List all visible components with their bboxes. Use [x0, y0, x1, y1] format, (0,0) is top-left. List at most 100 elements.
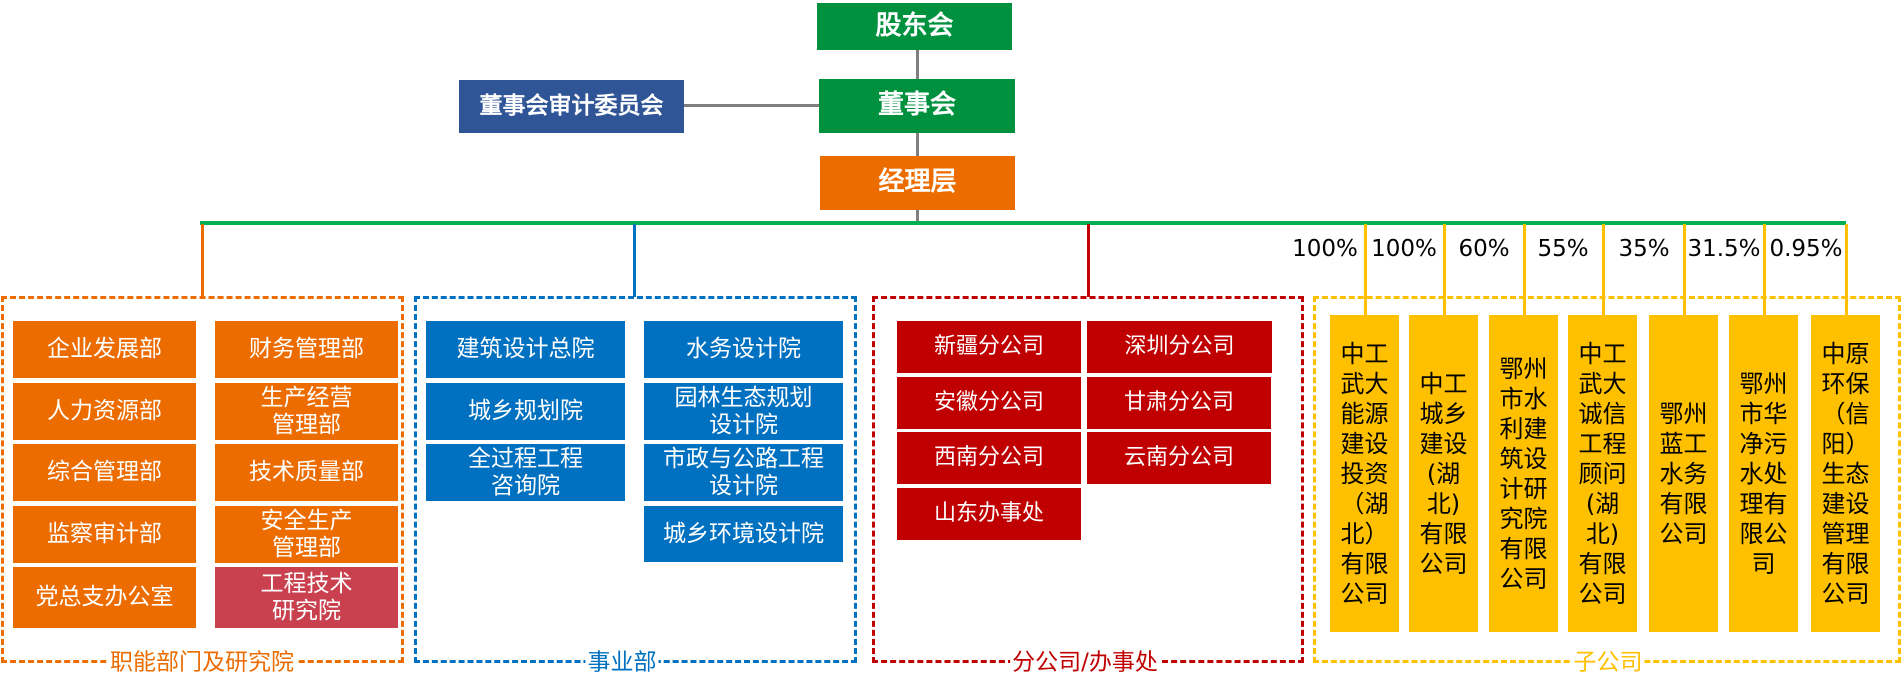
subsidiary-name-line: 公司 — [1821, 579, 1870, 608]
subsidiary-name-line: 蓝工 — [1659, 429, 1708, 458]
subsidiary-name-line: 中工 — [1419, 369, 1468, 398]
subsidiary-name-line: 城乡 — [1419, 399, 1468, 428]
unit-label-line: 咨询院 — [491, 472, 560, 499]
subsidiary-name-line: 建设 — [1419, 429, 1468, 458]
branch-box: 深圳分公司 — [1087, 321, 1272, 373]
dept-box: 财务管理部 — [215, 321, 398, 378]
subsidiary-name-line: 投资 — [1340, 459, 1389, 488]
subsidiary-name-line: 建设 — [1821, 489, 1870, 518]
subsidiary-connector — [1763, 224, 1766, 315]
branch-box: 甘肃分公司 — [1087, 377, 1271, 429]
subsidiary-name-line: （湖 — [1340, 489, 1389, 518]
dept-label-line: 管理部 — [272, 411, 341, 438]
dept-box: 综合管理部 — [13, 444, 196, 501]
dept-box: 党总支办公室 — [13, 567, 196, 628]
connector-audit-board — [684, 104, 819, 107]
branches-group-label: 分公司/办事处 — [1010, 649, 1160, 676]
business-unit-box: 建筑设计总院 — [426, 321, 625, 378]
subsidiary-box: 中工城乡建设(湖北)有限公司 — [1409, 315, 1478, 632]
dept-label-line: 管理部 — [272, 534, 341, 561]
subsidiary-name-line: 公司 — [1419, 549, 1468, 578]
subsidiary-box: 鄂州蓝工水务有限公司 — [1649, 315, 1718, 632]
subsidiary-name-line: 武大 — [1340, 369, 1389, 398]
subsidiary-name-line: 诚信 — [1578, 399, 1627, 428]
subsidiary-name-line: 公司 — [1499, 564, 1548, 593]
subsidiary-name-line: 鄂州 — [1739, 369, 1788, 398]
unit-label-line: 全过程工程 — [468, 446, 583, 473]
subsidiary-name-line: 北） — [1340, 519, 1389, 548]
subsidiary-box: 中工武大能源建设投资（湖北）有限公司 — [1330, 315, 1399, 632]
unit-label-line: 市政与公路工程 — [663, 446, 824, 473]
dept-box: 监察审计部 — [13, 506, 196, 563]
ownership-percentage: 100% — [1292, 236, 1358, 262]
subsidiary-name-line: 生态 — [1821, 459, 1870, 488]
branch-box: 新疆分公司 — [897, 321, 1081, 373]
subsidiary-box: 鄂州市华净污水处理有限公司 — [1729, 315, 1798, 632]
connector-management-bus — [916, 210, 919, 224]
branch-box: 西南分公司 — [897, 432, 1081, 484]
connector-branches — [1087, 224, 1090, 297]
dept-box: 技术质量部 — [215, 444, 398, 501]
business-unit-box: 水务设计院 — [644, 321, 843, 378]
subsidiary-name-line: 工程 — [1578, 429, 1627, 458]
subsidiary-name-line: 有限 — [1419, 519, 1468, 548]
business-unit-box: 全过程工程 咨询院 — [426, 444, 625, 501]
subsidiary-name-line: 限公 — [1739, 519, 1788, 548]
subsidiary-name-line: 管理 — [1821, 519, 1870, 548]
subsidiary-connector — [1364, 224, 1367, 315]
subsidiary-name-line: 水务 — [1659, 459, 1708, 488]
unit-label-line: 园林生态规划 — [674, 385, 813, 412]
connector-shareholders-board — [916, 50, 919, 80]
business-unit-box: 市政与公路工程 设计院 — [644, 444, 843, 501]
subsidiary-connector — [1523, 224, 1526, 315]
subsidiary-name-line: 环保 — [1821, 369, 1870, 398]
subsidiary-name-line: 计研 — [1499, 474, 1548, 503]
ownership-percentage: 55% — [1537, 236, 1589, 262]
dept-box: 企业发展部 — [13, 321, 196, 378]
subsidiary-name-line: 水处 — [1739, 459, 1788, 488]
management-box: 经理层 — [820, 156, 1015, 210]
functional-group-label: 职能部门及研究院 — [108, 649, 296, 676]
audit-committee-box: 董事会审计委员会 — [459, 80, 684, 133]
subsidiary-name-line: 能源 — [1340, 399, 1389, 428]
business-unit-box: 园林生态规划 设计院 — [644, 383, 843, 440]
ownership-percentage: 31.5% — [1687, 236, 1761, 262]
unit-label-line: 设计院 — [709, 472, 778, 499]
ownership-percentage: 60% — [1458, 236, 1510, 262]
shareholders-meeting-box: 股东会 — [817, 3, 1012, 50]
branch-box: 安徽分公司 — [897, 377, 1081, 429]
subsidiary-box: 中原环保（信阳）生态建设管理有限公司 — [1811, 315, 1880, 632]
subsidiary-name-line: （信 — [1821, 399, 1870, 428]
dept-label-line: 研究院 — [272, 597, 341, 624]
subsidiary-name-line: 市华 — [1739, 399, 1788, 428]
subsidiary-name-line: 阳） — [1821, 429, 1870, 458]
subsidiary-connector — [1443, 224, 1446, 315]
ownership-percentage: 0.95% — [1769, 236, 1843, 262]
subsidiary-name-line: 有限 — [1659, 489, 1708, 518]
subsidiaries-group-label: 子公司 — [1571, 649, 1645, 676]
dept-box: 生产经营 管理部 — [215, 383, 398, 440]
subsidiary-box: 鄂州市水利建筑设计研究院有限公司 — [1489, 315, 1558, 632]
dept-label-line: 生产经营 — [260, 385, 353, 412]
ownership-percentage: 100% — [1371, 236, 1437, 262]
subsidiary-name-line: 筑设 — [1499, 444, 1548, 473]
subsidiary-box: 中工武大诚信工程顾问(湖北)有限公司 — [1568, 315, 1637, 632]
subsidiary-name-line: 有限 — [1340, 549, 1389, 578]
subsidiary-name-line: 有限 — [1821, 549, 1870, 578]
subsidiary-name-line: 利建 — [1499, 414, 1548, 443]
subsidiary-name-line: 市水 — [1499, 384, 1548, 413]
ownership-percentage: 35% — [1618, 236, 1670, 262]
subsidiary-name-line: 顾问 — [1578, 459, 1627, 488]
branch-box: 山东办事处 — [897, 488, 1081, 540]
subsidiary-connector — [1602, 224, 1605, 315]
subsidiary-name-line: 鄂州 — [1499, 354, 1548, 383]
subsidiary-name-line: 鄂州 — [1659, 399, 1708, 428]
subsidiary-name-line: 中工 — [1340, 339, 1389, 368]
dept-label-line: 安全生产 — [260, 508, 353, 535]
dept-label-line: 工程技术 — [260, 571, 353, 598]
subsidiary-name-line: 北) — [1426, 489, 1461, 518]
subsidiary-name-line: (湖 — [1585, 489, 1620, 518]
subsidiary-connector — [1845, 224, 1848, 315]
subsidiary-connector — [1683, 224, 1686, 315]
dept-box: 安全生产 管理部 — [215, 506, 398, 563]
